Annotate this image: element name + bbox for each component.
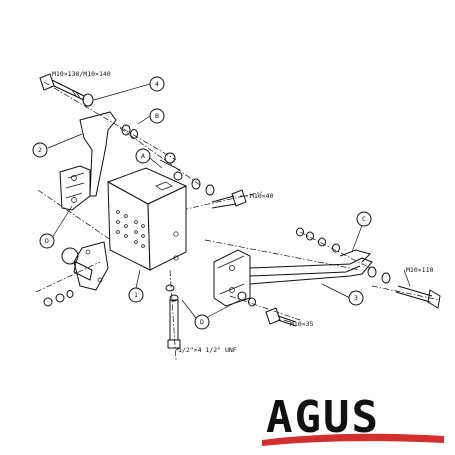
callout-c: C bbox=[356, 211, 372, 227]
callout-1: 1 bbox=[128, 287, 144, 303]
svg-text:1: 1 bbox=[134, 291, 138, 299]
callout-3: 3 bbox=[348, 290, 364, 306]
part-2-side-bracket bbox=[59, 111, 117, 211]
assembly-axes bbox=[35, 81, 441, 361]
tow-ball-assembly bbox=[61, 241, 109, 291]
callout-2: 2 bbox=[32, 142, 48, 158]
nuts-washers bbox=[43, 124, 391, 307]
svg-text:3: 3 bbox=[354, 294, 358, 302]
callout-4: 4 bbox=[149, 76, 165, 92]
leader-lines bbox=[47, 83, 411, 351]
svg-text:B: B bbox=[155, 112, 159, 120]
callout-a: A bbox=[135, 148, 151, 164]
svg-text:A: A bbox=[141, 152, 145, 160]
svg-text:4: 4 bbox=[155, 80, 159, 88]
bolt-labels: M10×130/M10×140 M10×40 M10×110 M10×35 1/… bbox=[52, 70, 433, 354]
svg-text:D: D bbox=[45, 237, 49, 245]
bolt-m10-40 bbox=[211, 189, 247, 209]
bolt-m10-35 bbox=[265, 307, 297, 327]
label-m10-40: M10×40 bbox=[250, 192, 274, 200]
label-unf: 1/2"×4 1/2" UNF bbox=[178, 346, 237, 354]
label-m10-35: M10×35 bbox=[290, 320, 314, 328]
svg-text:2: 2 bbox=[38, 146, 42, 154]
callout-d-bottom: D bbox=[194, 314, 210, 330]
svg-text:D: D bbox=[200, 318, 204, 326]
callout-d-left: D bbox=[39, 233, 55, 249]
svg-text:C: C bbox=[362, 215, 366, 223]
bolt-unf bbox=[167, 299, 181, 349]
bolt-m10-110 bbox=[395, 285, 441, 309]
label-m10-130-140: M10×130/M10×140 bbox=[52, 70, 111, 78]
agus-logo: AGUS bbox=[262, 392, 444, 446]
part-3-side-arm bbox=[213, 249, 373, 307]
logo-swoosh bbox=[262, 433, 444, 446]
label-m10-110: M10×110 bbox=[406, 266, 433, 274]
bolt-m10-130 bbox=[39, 73, 94, 107]
callout-b: B bbox=[149, 108, 165, 124]
part-1-main-box bbox=[106, 167, 188, 271]
